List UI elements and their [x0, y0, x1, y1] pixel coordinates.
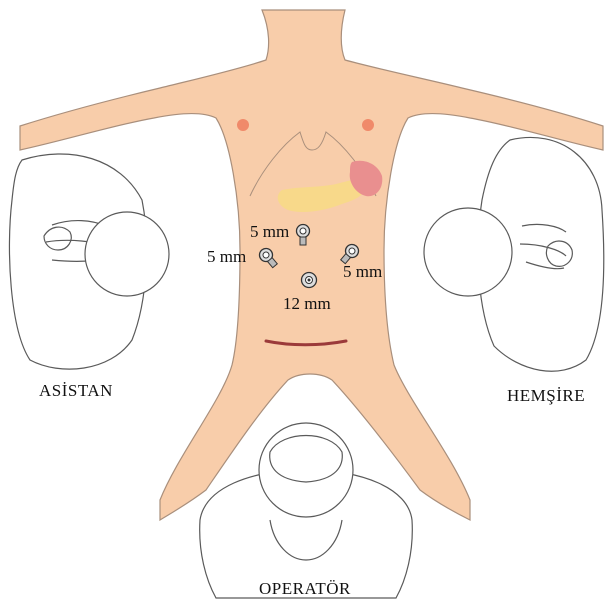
- left-nipple: [237, 119, 249, 131]
- assistant-hand: [44, 227, 71, 250]
- port-label: 12 mm: [283, 294, 331, 313]
- trocar-port-icon: [302, 273, 317, 288]
- nurse-head: [424, 208, 512, 296]
- nurse-label: HEMŞİRE: [507, 386, 585, 405]
- port-label: 5 mm: [343, 262, 382, 281]
- operator-collar: [270, 520, 342, 560]
- operator-head: [259, 423, 353, 517]
- assistant-head: [85, 212, 169, 296]
- right-nipple: [362, 119, 374, 131]
- assistant-figure: [9, 154, 169, 369]
- assistant-label: ASİSTAN: [39, 381, 113, 400]
- operator-label: OPERATÖR: [259, 579, 351, 598]
- nurse-hand: [546, 241, 572, 266]
- nurse-arm: [520, 224, 566, 268]
- nurse-figure: [424, 137, 604, 371]
- port-label: 5 mm: [250, 222, 289, 241]
- port-label: 5 mm: [207, 247, 246, 266]
